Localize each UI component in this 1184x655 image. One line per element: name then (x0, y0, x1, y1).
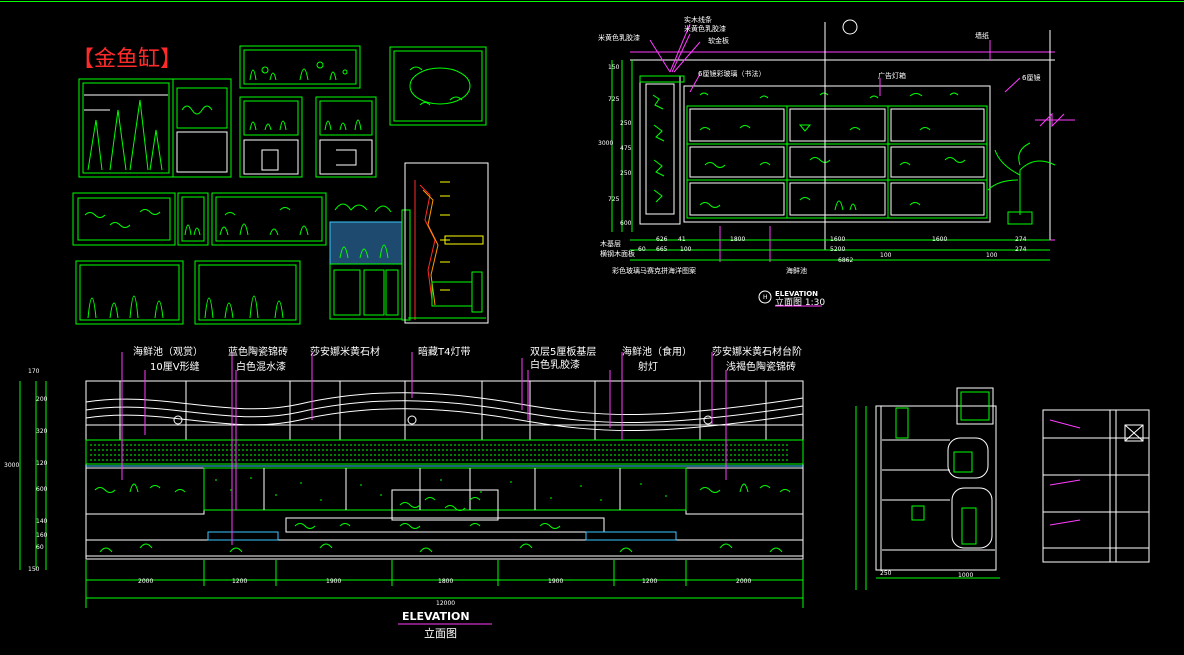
aquarium-thumb-6 (315, 96, 377, 178)
dim-main-v-7: 60 (36, 544, 44, 551)
dim-h1-0: 626 (656, 236, 668, 243)
dim-main-v-6: 160 (36, 532, 48, 539)
dim-section-0: 250 (880, 570, 892, 577)
annot-mosaic: 彩色玻璃马赛克拼海洋图案 (612, 267, 696, 275)
annot-seafood-pool: 海鲜池 (786, 267, 807, 275)
dim-v-6: 250 (620, 170, 632, 177)
annot-yellow-latex: 米黄色乳胶漆 (598, 34, 640, 42)
annot-glass-calligraphy: 6厘镜彩玻璃（书法） (698, 70, 766, 78)
dim-h1-2: 1800 (730, 236, 746, 243)
dim-main-3: 1800 (438, 578, 454, 585)
label-v-groove: 10厘V形缝 (150, 362, 200, 373)
dim-section-1: 1000 (958, 572, 974, 579)
aquarium-thumb-11 (194, 260, 301, 325)
caption-en-small: ELEVATION (775, 290, 819, 298)
annot-wood-trim: 实木线条 (684, 16, 712, 24)
annot-yellow-latex-2: 米黄色乳胶漆 (684, 25, 726, 33)
dim-v-7: 725 (608, 196, 620, 203)
dim-h2-5: 100 (986, 252, 998, 259)
dim-h1-5: 274 (1015, 236, 1027, 243)
dim-main-5: 1200 (642, 578, 658, 585)
section-details (855, 387, 1150, 590)
annot-soft-gold-board: 软金板 (708, 37, 729, 45)
label-spotlight: 射灯 (638, 362, 658, 373)
section-detail-red (404, 162, 489, 324)
dim-h1-3: 1600 (830, 236, 846, 243)
drawing-title: 【金鱼缸】 (72, 47, 182, 72)
thumbnail-group (72, 45, 487, 325)
label-seafood-view: 海鲜池（观赏） (133, 347, 203, 358)
aquarium-thumb-7 (72, 192, 176, 246)
aquarium-thumb-2 (172, 78, 232, 178)
dim-h2-0: 60 (638, 246, 646, 253)
dim-main-v-8: 150 (28, 566, 40, 573)
label-brown-tile: 浅褐色陶瓷锦砖 (726, 362, 796, 373)
dim-main-v-5: 140 (36, 518, 48, 525)
aquarium-thumb-5 (239, 96, 303, 178)
dim-v-total: 3000 (598, 140, 614, 147)
caption-cn-main: 立面图 (424, 627, 457, 640)
elevation-main (19, 352, 804, 625)
dim-main-2: 1900 (326, 578, 342, 585)
elevation-marker: H (763, 294, 768, 301)
dim-h3-total: 6862 (838, 257, 854, 264)
dim-v-5: 475 (620, 145, 632, 152)
dim-h2-4: 100 (880, 252, 892, 259)
dim-main-6: 2000 (736, 578, 752, 585)
dim-main-v-1: 200 (36, 396, 48, 403)
caption-cn-small: 立面图 1:30 (775, 298, 826, 308)
annot-wallpaper: 墙纸 (975, 32, 989, 40)
label-white-paint: 白色混水漆 (236, 362, 286, 373)
aquarium-thumb-8 (177, 192, 209, 246)
aquarium-thumb-12 (329, 203, 411, 321)
aquarium-thumb-4 (389, 46, 487, 126)
annot-wood-base: 木基层 (600, 240, 621, 248)
dim-main-1: 1200 (232, 578, 248, 585)
elevation-1-30 (611, 19, 1075, 307)
annot-wood-panel: 横钢木面板 (600, 250, 635, 258)
dim-h2-3: 5200 (830, 246, 846, 253)
dim-v-1: 150 (608, 64, 620, 71)
label-t4-light: 暗藏T4灯带 (418, 347, 471, 358)
aquarium-thumb-1 (78, 78, 174, 178)
dim-main-total: 12000 (436, 600, 456, 607)
dim-main-v-2: 320 (36, 428, 48, 435)
caption-en-main: ELEVATION (402, 610, 470, 623)
dim-v-3: 725 (608, 96, 620, 103)
label-blue-tile: 蓝色陶瓷锦砖 (228, 347, 288, 358)
dim-h2-1: 665 (656, 246, 668, 253)
label-stone: 莎安娜米黄石材 (310, 347, 380, 358)
aquarium-thumb-3 (239, 45, 361, 89)
dim-main-4: 1900 (548, 578, 564, 585)
dim-main-v-4: 600 (36, 486, 48, 493)
label-white-latex: 白色乳胶漆 (530, 360, 580, 371)
dim-main-v-total: 3000 (4, 462, 20, 469)
annot-mirror: 6厘镜 (1022, 74, 1041, 82)
dim-main-0: 2000 (138, 578, 154, 585)
aquarium-thumb-10 (75, 260, 184, 325)
dim-h1-4: 1600 (932, 236, 948, 243)
label-seafood-eat: 海鲜池（食用） (622, 347, 692, 358)
dim-h1-1: 41 (678, 236, 686, 243)
dim-main-v-3: 120 (36, 460, 48, 467)
aquarium-thumb-9 (211, 192, 327, 246)
dim-v-8: 600 (620, 220, 632, 227)
dim-h2-6: 274 (1015, 246, 1027, 253)
annot-light-box: 广告灯箱 (878, 72, 906, 80)
label-double-board: 双层5厘板基层 (530, 347, 597, 358)
dim-h2-2: 100 (680, 246, 692, 253)
label-stone-step: 莎安娜米黄石材台阶 (712, 347, 802, 358)
dim-main-v-0: 170 (28, 368, 40, 375)
dim-v-4: 250 (620, 120, 632, 127)
